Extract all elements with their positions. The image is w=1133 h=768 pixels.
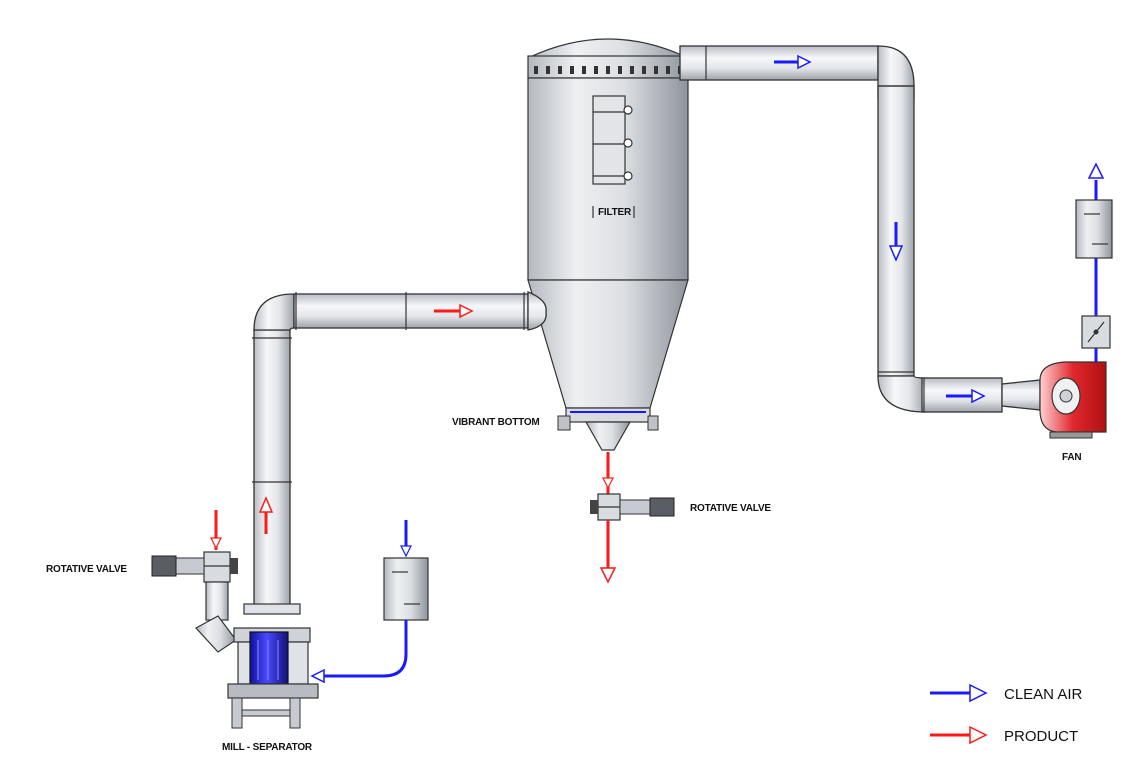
filter-bolt-row bbox=[534, 66, 682, 74]
legend-product: PRODUCT bbox=[930, 725, 1078, 745]
legend-clean-air: CLEAN AIR bbox=[930, 683, 1083, 703]
fan-label: FAN bbox=[1062, 452, 1081, 463]
product-arrows bbox=[258, 303, 474, 534]
filter-unit: FILTER VIBRANT BOTTOM bbox=[452, 38, 689, 451]
left-rotative-valve-label: ROTATIVE VALVE bbox=[46, 564, 127, 575]
fan-unit: FAN bbox=[1039, 162, 1113, 463]
center-rotative-valve: ROTATIVE VALVE bbox=[590, 452, 772, 584]
mill-separator-label: MILL - SEPARATOR bbox=[222, 742, 313, 753]
clean-air-arrows bbox=[774, 54, 986, 404]
vibrant-bottom-label: VIBRANT BOTTOM bbox=[452, 417, 540, 428]
filter-label: FILTER bbox=[598, 207, 632, 218]
legend: CLEAN AIR PRODUCT bbox=[930, 683, 1083, 745]
left-rotative-valve: ROTATIVE VALVE bbox=[46, 510, 238, 653]
center-rotative-valve-label: ROTATIVE VALVE bbox=[690, 503, 771, 514]
legend-clean-air-label: CLEAN AIR bbox=[1004, 686, 1083, 703]
air-inlet-filter bbox=[310, 520, 429, 684]
mill-separator: MILL - SEPARATOR bbox=[222, 627, 319, 753]
legend-product-label: PRODUCT bbox=[1004, 728, 1078, 745]
